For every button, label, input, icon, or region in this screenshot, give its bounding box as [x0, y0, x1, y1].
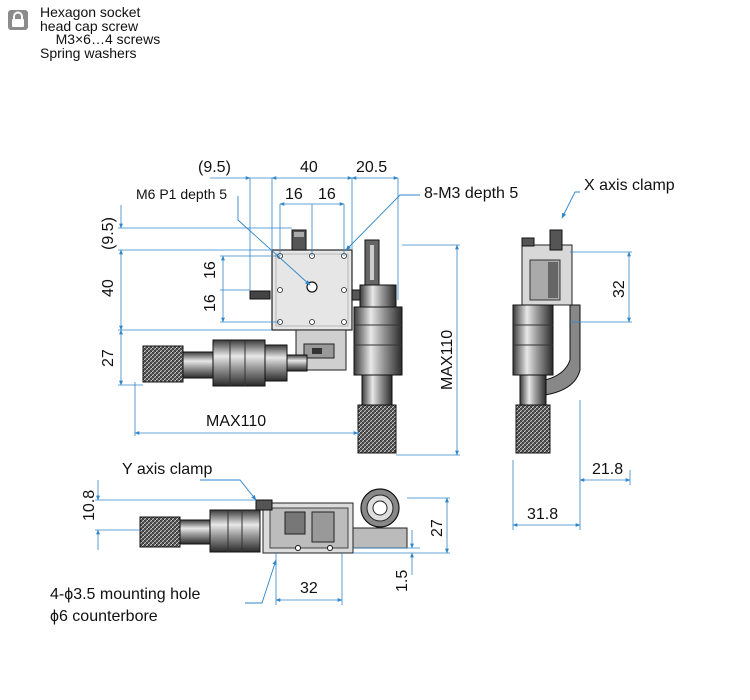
label-mounting-hole: 4-ϕ3.5 mounting hole [50, 586, 200, 603]
dim-16-left-a: 16 [202, 261, 219, 279]
dim-9-5-left: (9.5) [100, 217, 117, 250]
dim-27-left: 27 [100, 349, 117, 367]
dim-40-top: 40 [300, 159, 318, 176]
dim-max110-v: MAX110 [439, 330, 456, 390]
x-axis-clamp-knob [549, 229, 563, 251]
horizontal-micrometer [142, 339, 308, 387]
note-line-3: M3×6…4 screws [55, 31, 161, 47]
note-line-4: Spring washers [40, 44, 137, 61]
front-view: Y axis clamp 10.8 27 1.5 32 4-ϕ3.5 mount… [50, 461, 450, 625]
dim-9-5-top: (9.5) [198, 159, 231, 176]
label-counterbore: ϕ6 counterbore [50, 608, 158, 625]
dim-16-a: 16 [285, 186, 303, 203]
hardware-pack-icon [8, 10, 28, 30]
dim-max110-h: MAX110 [206, 413, 266, 430]
note-line-2: head cap screw [40, 17, 139, 34]
dim-32-front: 32 [300, 580, 318, 597]
dim-1-5: 1.5 [394, 570, 411, 592]
label-m6-p1: M6 P1 depth 5 [136, 186, 227, 202]
dim-16-left-b: 16 [202, 294, 219, 312]
dim-21-8: 21.8 [592, 461, 623, 478]
hardware-note-text: Hexagon socket head cap screw M3×6…4 scr… [40, 4, 161, 61]
vertical-micrometer [353, 239, 403, 454]
dim-27-front: 27 [429, 519, 446, 537]
dim-32-side: 32 [611, 280, 628, 298]
top-view: (9.5) 40 20.5 16 16 M6 P1 depth 5 8-M3 d… [100, 159, 518, 456]
label-8-m3: 8-M3 depth 5 [424, 185, 518, 202]
dim-10-8: 10.8 [81, 490, 98, 521]
side-view: X axis clamp 32 21.8 31.8 [512, 177, 675, 530]
dim-40-left: 40 [100, 279, 117, 297]
dim-16-b: 16 [318, 186, 336, 203]
dim-20-5: 20.5 [356, 159, 387, 176]
dim-31-8: 31.8 [527, 506, 558, 523]
label-x-axis-clamp: X axis clamp [584, 177, 675, 194]
note-line-1: Hexagon socket [40, 4, 141, 20]
label-y-axis-clamp: Y axis clamp [122, 461, 213, 478]
y-axis-clamp-knob [255, 499, 273, 511]
